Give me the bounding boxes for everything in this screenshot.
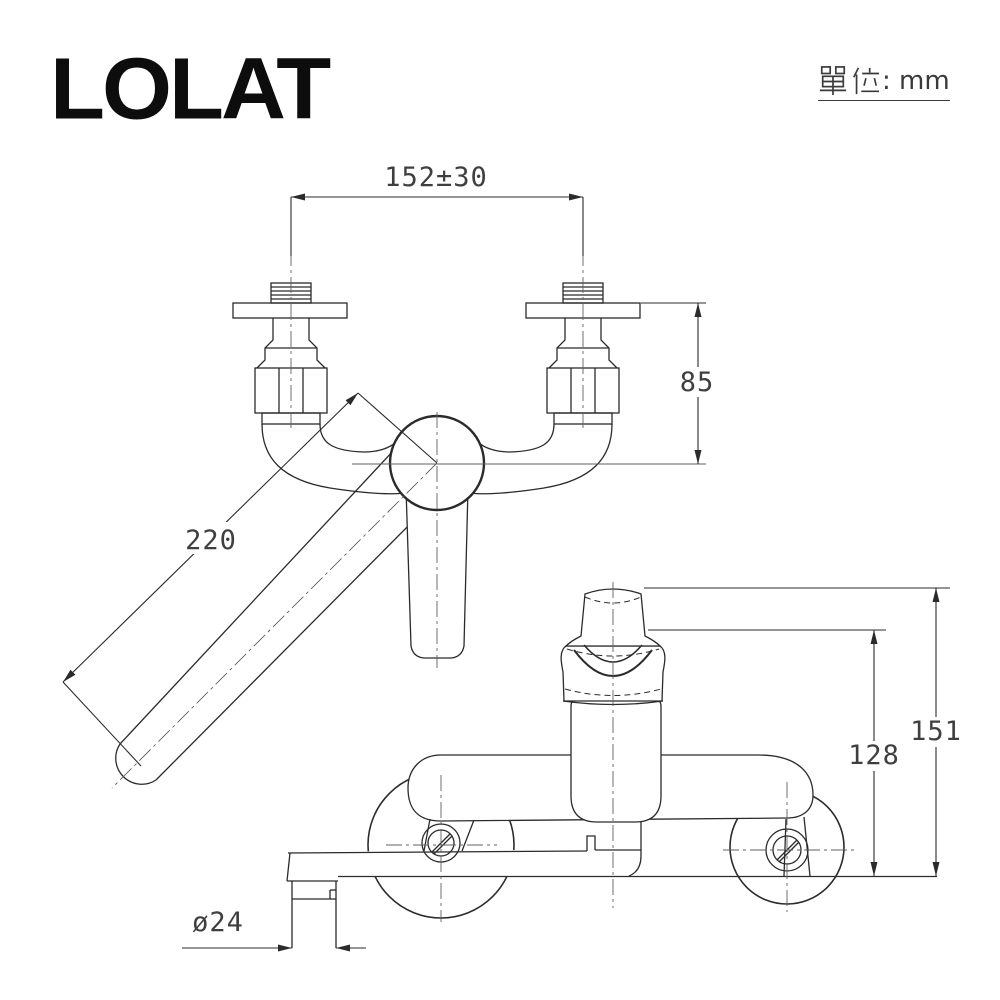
dim-total-height <box>644 587 950 876</box>
dim-label-outlet-diameter: ø24 <box>192 907 244 938</box>
right-union-screw <box>765 816 811 877</box>
spout-top-view <box>115 449 427 785</box>
dim-label-cartridge-height: 128 <box>848 740 900 771</box>
dim-label-inlet-spacing: 152±30 <box>384 162 488 193</box>
dim-inlet-spacing <box>290 193 584 256</box>
dim-label-spout-length: 220 <box>185 525 237 556</box>
front-view <box>286 588 937 948</box>
top-view-centerlines <box>111 250 584 789</box>
lolat-logo: LOLAT <box>50 40 331 138</box>
cjk-glyph-wei-icon <box>852 67 880 95</box>
handle-lever <box>405 487 469 659</box>
front-view-centerlines <box>386 582 858 922</box>
cjk-glyph-dan-icon <box>819 66 847 96</box>
left-inlet-connector <box>232 282 348 425</box>
cartridge-body <box>570 699 662 823</box>
dimensions <box>62 193 950 952</box>
dim-label-inlet-height: 85 <box>680 367 715 398</box>
dim-label-total-height: 151 <box>910 716 962 747</box>
dim-spout-length <box>62 392 438 767</box>
spout-outlet <box>291 881 337 948</box>
dim-text-backgrounds <box>181 367 962 771</box>
unit-label: : mm <box>818 66 950 101</box>
spout-front-view <box>286 821 642 882</box>
spout-shank-notch <box>586 835 596 851</box>
unit-suffix: : mm <box>882 66 950 96</box>
